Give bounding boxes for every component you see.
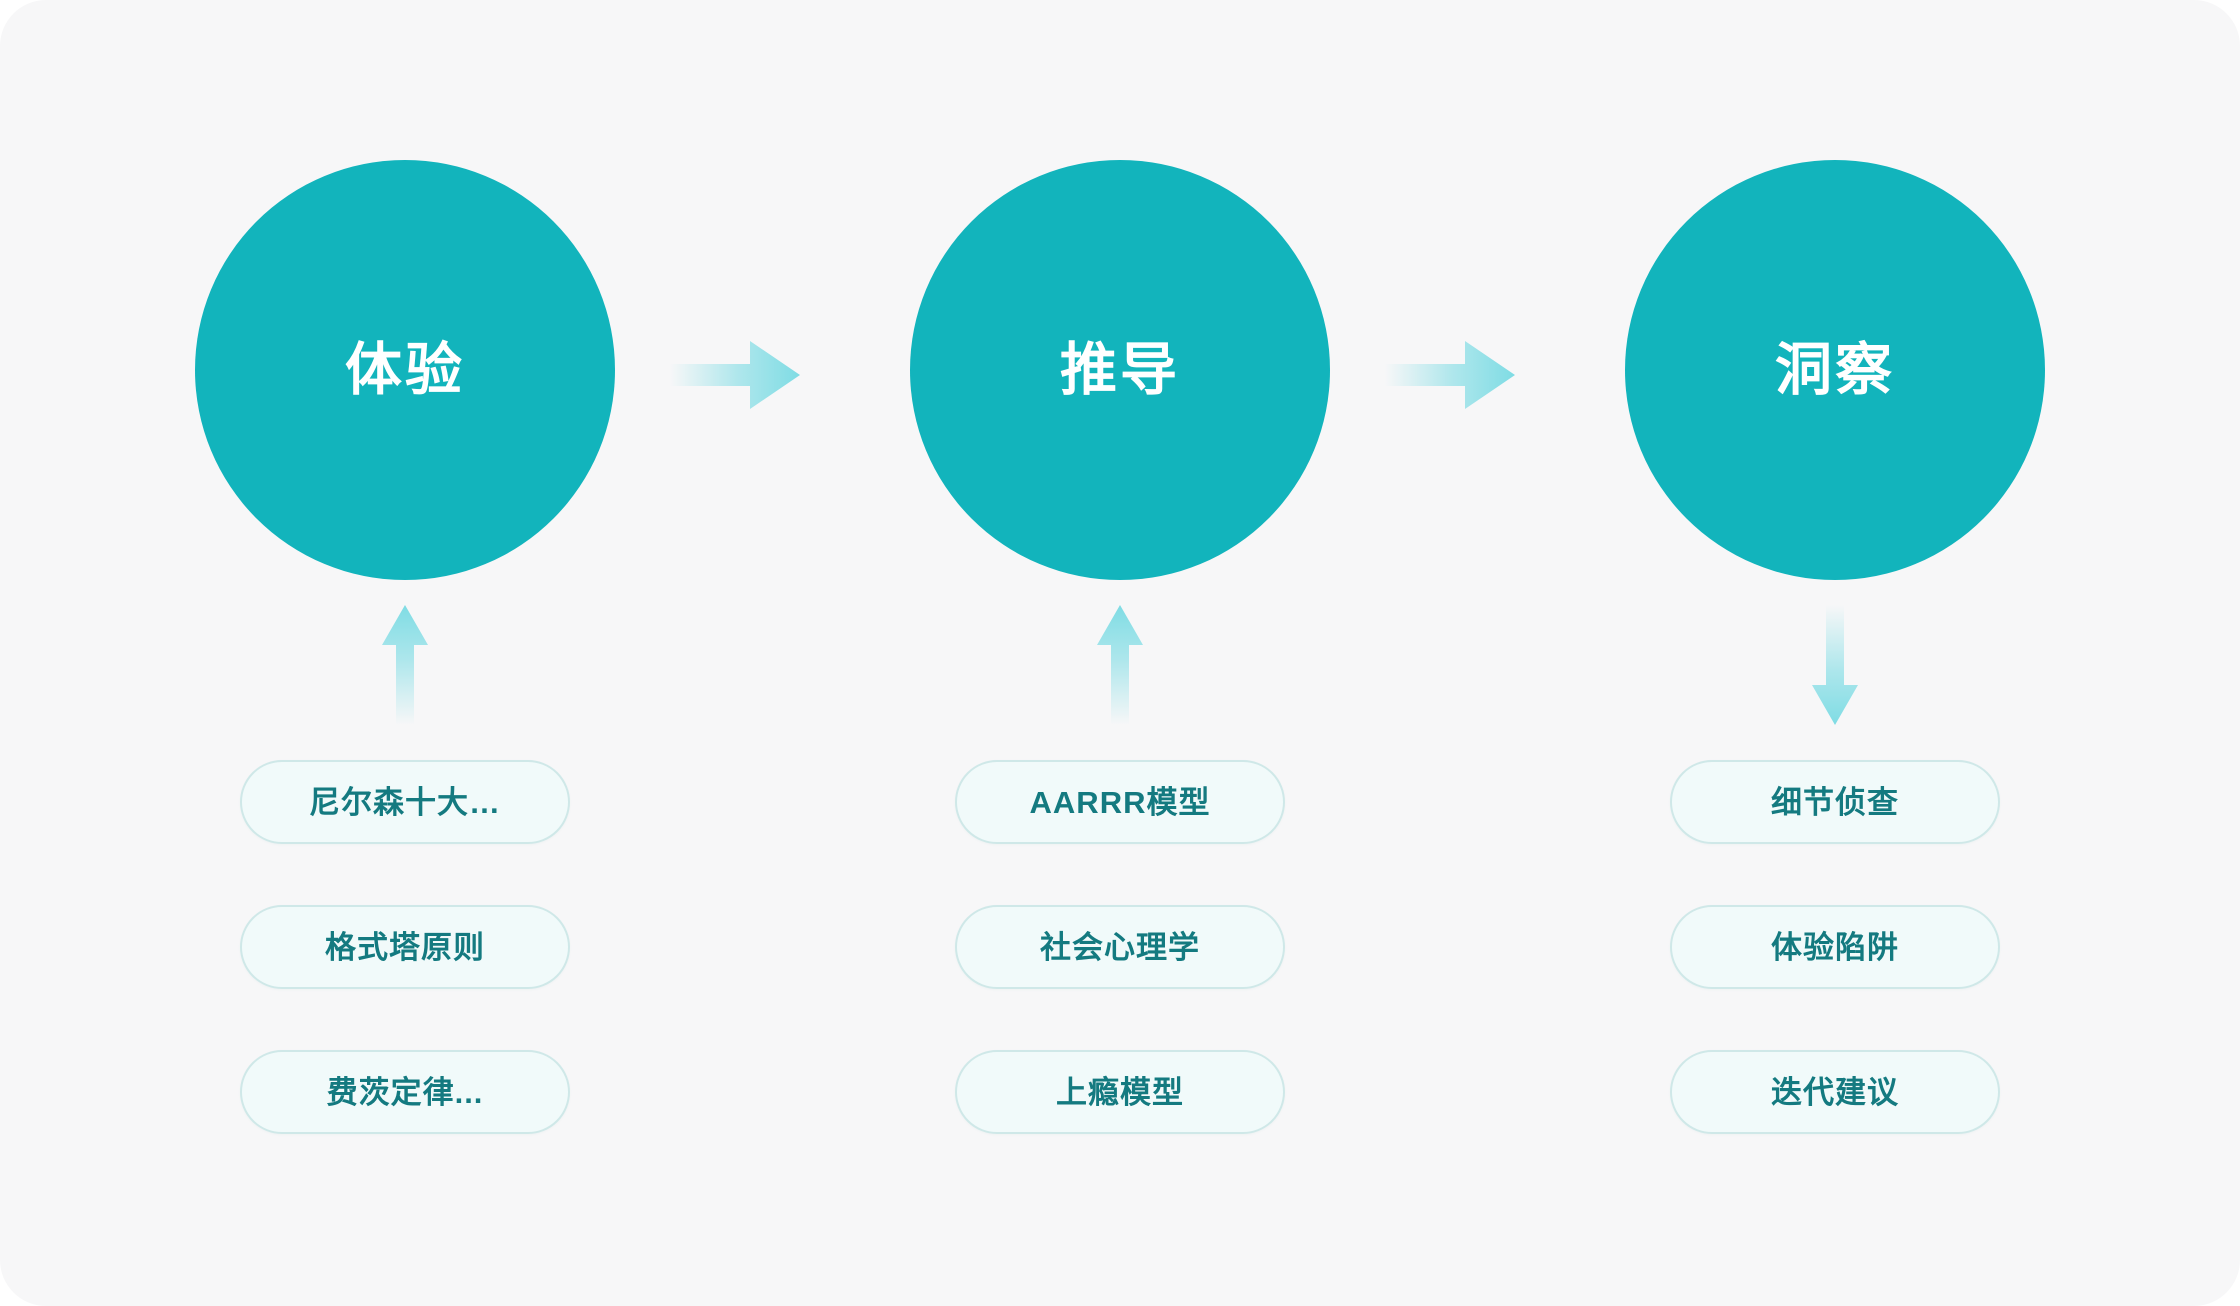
stage-item-label: 尼尔森十大… bbox=[309, 784, 501, 820]
stage-item-list-deduction: AARRR模型 社会心理学 上瘾模型 bbox=[955, 760, 1285, 1134]
stage-item[interactable]: 上瘾模型 bbox=[955, 1050, 1285, 1134]
stage-item[interactable]: 迭代建议 bbox=[1670, 1050, 2000, 1134]
stage-item-label: 细节侦查 bbox=[1771, 784, 1899, 820]
stage-circle-insight[interactable]: 洞察 bbox=[1625, 160, 2045, 580]
stage-column-experience: 体验 尼尔森十大… 格式塔原则 费茨定 bbox=[95, 0, 715, 1306]
stage-item[interactable]: 细节侦查 bbox=[1670, 760, 2000, 844]
stage-item-list-insight: 细节侦查 体验陷阱 迭代建议 bbox=[1670, 760, 2000, 1134]
stage-item-label: 迭代建议 bbox=[1771, 1074, 1899, 1110]
stage-circle-label: 洞察 bbox=[1775, 337, 1895, 402]
stage-item[interactable]: 费茨定律... bbox=[240, 1050, 570, 1134]
stage-item[interactable]: 格式塔原则 bbox=[240, 905, 570, 989]
stage-circle-label: 体验 bbox=[345, 337, 465, 402]
arrow-right-icon bbox=[1385, 335, 1515, 415]
stage-column-deduction: 推导 AARRR模型 社会心理学 上瘾 bbox=[810, 0, 1430, 1306]
arrow-up-icon bbox=[1097, 605, 1143, 725]
stage-item[interactable]: 体验陷阱 bbox=[1670, 905, 2000, 989]
stage-item-label: 社会心理学 bbox=[1040, 929, 1200, 965]
stage-item-label: 上瘾模型 bbox=[1056, 1074, 1184, 1110]
stage-item-label: 格式塔原则 bbox=[325, 929, 485, 965]
stage-item-label: AARRR模型 bbox=[1029, 784, 1211, 820]
arrow-down-icon bbox=[1812, 605, 1858, 725]
stage-item[interactable]: 尼尔森十大… bbox=[240, 760, 570, 844]
stage-item[interactable]: 社会心理学 bbox=[955, 905, 1285, 989]
arrow-right-icon bbox=[670, 335, 800, 415]
stage-item-label: 体验陷阱 bbox=[1771, 929, 1899, 965]
stage-circle-label: 推导 bbox=[1060, 337, 1180, 402]
stage-item[interactable]: AARRR模型 bbox=[955, 760, 1285, 844]
stage-item-label: 费茨定律... bbox=[326, 1074, 484, 1110]
stage-column-insight: 洞察 细节侦查 体验陷阱 迭代建议 bbox=[1525, 0, 2145, 1306]
stage-circle-experience[interactable]: 体验 bbox=[195, 160, 615, 580]
stage-circle-deduction[interactable]: 推导 bbox=[910, 160, 1330, 580]
stage-item-list-experience: 尼尔森十大… 格式塔原则 费茨定律... bbox=[240, 760, 570, 1134]
arrow-up-icon bbox=[382, 605, 428, 725]
